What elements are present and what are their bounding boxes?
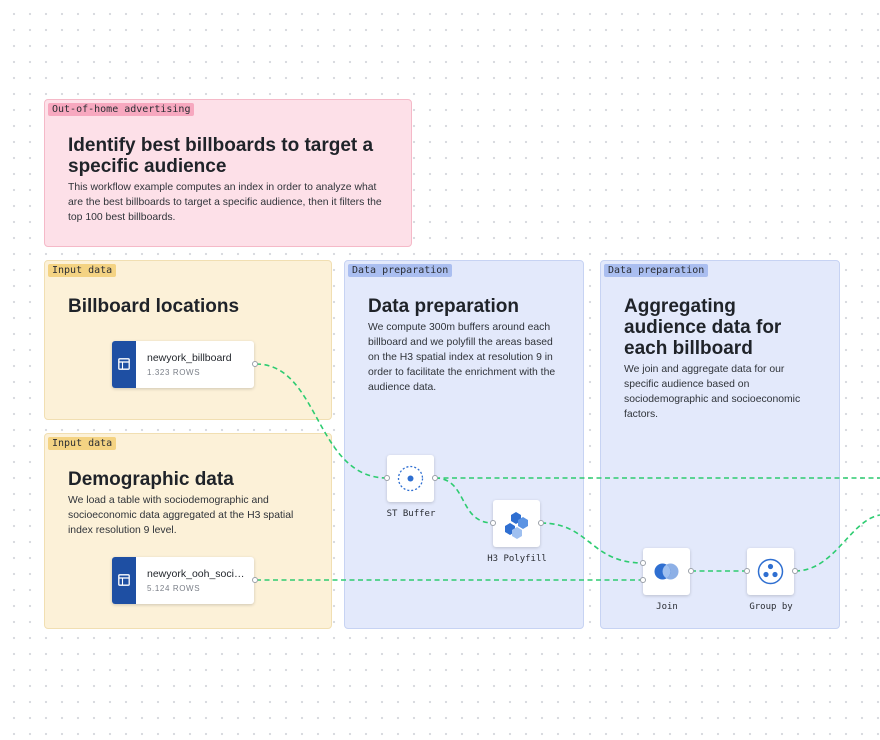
edge-groupby-to-output [794,514,880,572]
group-tag: Out-of-home advertising [48,103,195,116]
group-title: Aggregating audience data for each billb… [624,296,782,359]
group-data-preparation[interactable]: Data preparation Data preparation We com… [344,260,584,629]
node-join[interactable] [643,548,690,595]
input-port[interactable] [384,475,390,481]
node-label: Group by [749,602,793,612]
h3-hexagon-icon [505,512,528,539]
table-icon [118,574,130,586]
group-title: Billboard locations [68,296,240,317]
source-name: newyork_ooh_soci… [147,568,245,580]
output-port[interactable] [538,520,544,526]
group-billboard-locations[interactable]: Input data Billboard locations [44,260,332,420]
join-venn-icon [654,563,679,580]
input-port[interactable] [640,560,646,566]
group-tag: Data preparation [348,264,453,277]
source-node-newyork-ooh-socio[interactable]: newyork_ooh_soci… 5.124 ROWS [112,557,254,604]
output-port[interactable] [252,361,258,367]
output-port[interactable] [252,577,258,583]
group-description: We join and aggregate data for our speci… [624,364,801,420]
group-title: Identify best billboards to target a spe… [68,135,374,177]
node-h3-polyfill[interactable] [493,500,540,547]
input-port[interactable] [490,520,496,526]
node-label: Join [656,602,678,612]
edge-billboard-to-buffer [255,363,388,479]
output-port[interactable] [792,568,798,574]
node-group-by[interactable] [747,548,794,595]
group-by-icon [757,558,784,585]
source-strip [112,557,136,604]
group-out-of-home-advertising[interactable]: Out-of-home advertising Identify best bi… [44,99,412,247]
group-description: This workflow example computes an index … [68,182,382,223]
node-label: H3 Polyfill [487,554,547,564]
group-aggregating-audience[interactable]: Data preparation Aggregating audience da… [600,260,840,629]
group-title: Data preparation [368,296,519,317]
buffer-icon [397,465,424,492]
group-description: We compute 300m buffers around each bill… [368,322,556,393]
source-node-newyork-billboard[interactable]: newyork_billboard 1.323 ROWS [112,341,254,388]
input-port[interactable] [744,568,750,574]
source-name: newyork_billboard [147,352,232,364]
group-title: Demographic data [68,469,234,490]
output-port[interactable] [688,568,694,574]
output-port[interactable] [432,475,438,481]
group-description: We load a table with sociodemographic an… [68,495,294,536]
table-icon [118,358,130,370]
source-row-count: 1.323 ROWS [147,368,201,377]
group-tag: Input data [48,437,117,450]
source-row-count: 5.124 ROWS [147,584,201,593]
edge-polyfill-to-join [540,522,644,564]
group-tag: Data preparation [604,264,709,277]
node-st-buffer[interactable] [387,455,434,502]
group-tag: Input data [48,264,117,277]
input-port[interactable] [640,577,646,583]
edge-buffer-to-polyfill [434,477,494,524]
source-strip [112,341,136,388]
node-label: ST Buffer [386,509,436,519]
